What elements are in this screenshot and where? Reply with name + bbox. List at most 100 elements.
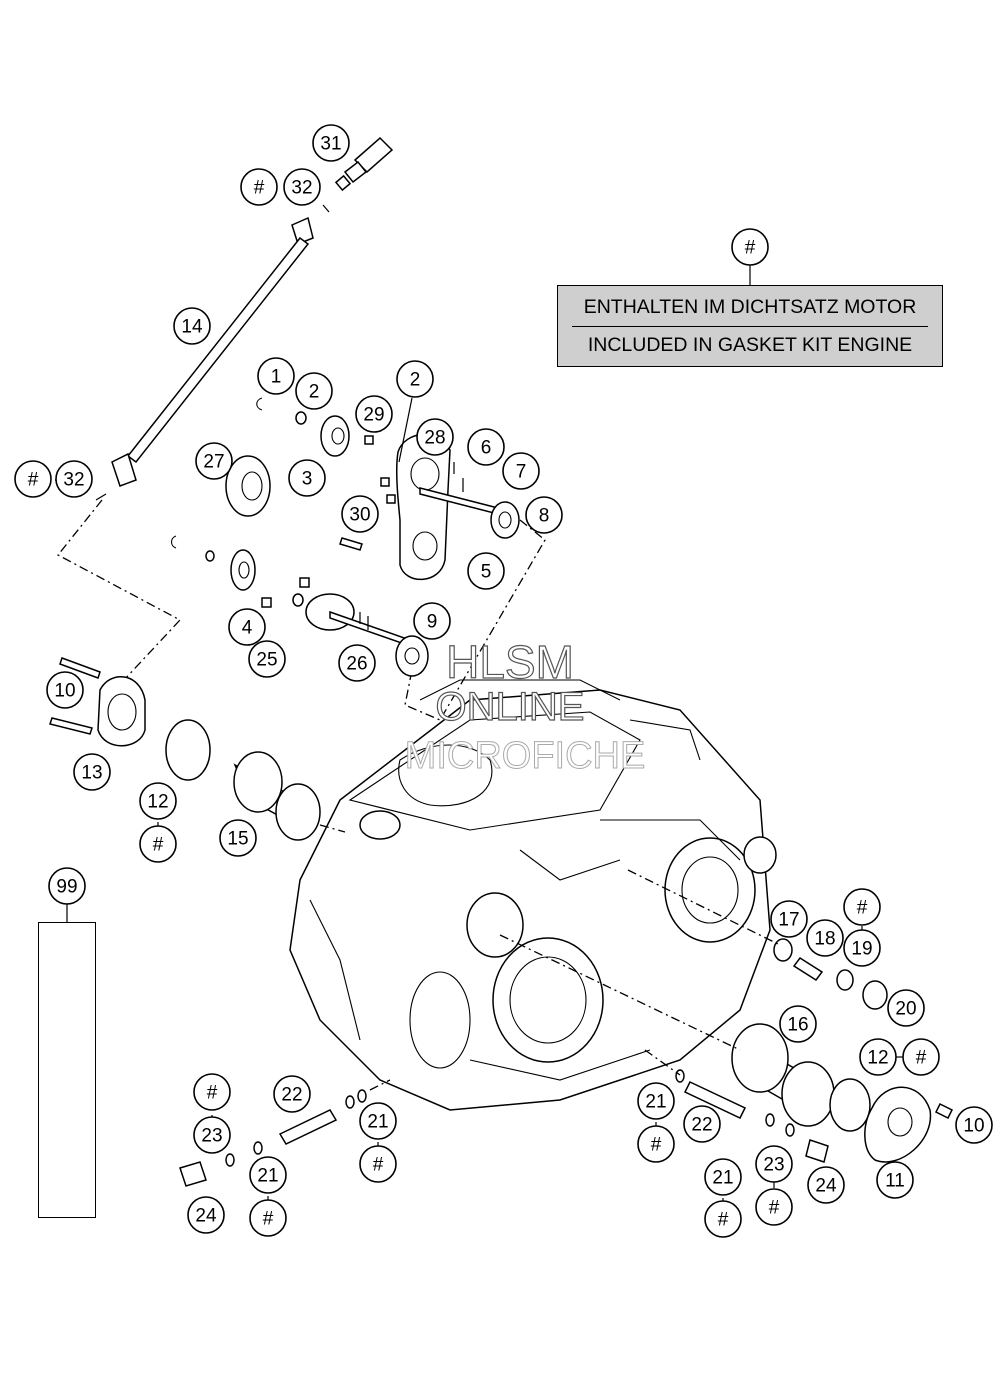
callout-circle: [288, 459, 326, 497]
kit-99-box: [38, 922, 96, 1218]
callout-circle: [240, 168, 278, 206]
callout-label: 19: [851, 939, 872, 960]
callout-circle: [683, 1105, 721, 1143]
callout-26: 26: [338, 644, 376, 682]
callout-24b: 24: [807, 1166, 845, 1204]
callout-circle: [902, 1038, 940, 1076]
callout-15: 15: [219, 819, 257, 857]
valve-parts-right: [773, 938, 888, 1010]
callout-label: 12: [867, 1048, 888, 1069]
callout-30: 30: [341, 495, 379, 533]
callout-circle: [467, 552, 505, 590]
callout-circle: [295, 372, 333, 410]
oil-pump-housing: [395, 433, 451, 581]
callout-32b: 32: [55, 460, 93, 498]
callout-circle: [248, 640, 286, 678]
callout-10a: 10: [46, 671, 84, 709]
callout-circle: [887, 989, 925, 1027]
callout-circle: [955, 1106, 993, 1144]
filter-cover-left: [49, 657, 146, 747]
callout-20: 20: [887, 989, 925, 1027]
callout-circle: [193, 1073, 231, 1111]
oil-valve-22-right: [675, 1069, 829, 1163]
callout-label: #: [745, 238, 756, 259]
callout-circle: [637, 1082, 675, 1120]
callout-27: 27: [195, 442, 233, 480]
callout-circle: [359, 1102, 397, 1140]
callout-13: 13: [73, 753, 111, 791]
callout-label: 23: [763, 1155, 784, 1176]
callout-21c-hash: #: [359, 1145, 397, 1183]
gasket-note-english: INCLUDED IN GASKET KIT ENGINE: [587, 334, 913, 356]
callout-label: #: [153, 835, 164, 856]
callout-label: 22: [281, 1085, 302, 1106]
callout-21a: 21: [637, 1082, 675, 1120]
callout-circle: [48, 867, 86, 905]
callout-label: 27: [203, 452, 224, 473]
callout-circle: [257, 357, 295, 395]
callout-label: #: [857, 898, 868, 919]
callout-circle: [637, 1125, 675, 1163]
callout-circle: [139, 825, 177, 863]
callout-label: 17: [778, 910, 799, 931]
callout-21c: 21: [359, 1102, 397, 1140]
pump-rotor-9: [395, 635, 429, 677]
callout-label: 3: [302, 469, 313, 490]
seal-ring-32b: [95, 493, 107, 501]
dash-line-valve-right: [627, 869, 781, 946]
callout-3: 3: [288, 459, 326, 497]
gasket-kit-note: ENTHALTEN IM DICHTSATZ MOTOR INCLUDED IN…: [557, 285, 943, 367]
callout-25: 25: [248, 640, 286, 678]
callout-21a-hash: #: [637, 1125, 675, 1163]
gear-3: [256, 397, 350, 457]
callout-circle: [755, 1145, 793, 1183]
callout-label: 29: [363, 405, 384, 426]
callout-label: #: [28, 470, 39, 491]
dash-line-valve-right-lower: [644, 1049, 681, 1076]
callout-label: 4: [242, 618, 253, 639]
callout-label: 14: [181, 317, 203, 338]
callout-circle: [359, 1145, 397, 1183]
callout-circle: [467, 428, 505, 466]
callout-label: 28: [424, 428, 445, 449]
gear-27: [225, 455, 271, 517]
callout-21b: 21: [249, 1156, 287, 1194]
callout-circle: [807, 1166, 845, 1204]
callout-label: 26: [346, 654, 367, 675]
callout-label: 99: [56, 877, 77, 898]
callout-circle: [806, 919, 844, 957]
callout-label: #: [373, 1155, 384, 1176]
oil-filter-16: [731, 1023, 835, 1127]
callout-label: #: [263, 1209, 274, 1230]
callout-label: 10: [963, 1116, 984, 1137]
callout-11: 11: [876, 1161, 914, 1199]
callout-circle: [273, 1075, 311, 1113]
callout-8: 8: [525, 496, 563, 534]
callout-22b: 22: [273, 1075, 311, 1113]
callout-circle: [14, 460, 52, 498]
callout-circle: [249, 1156, 287, 1194]
callout-circle: [55, 460, 93, 498]
callout-circle: [525, 496, 563, 534]
callout-label: 21: [712, 1168, 733, 1189]
callout-circle: [843, 929, 881, 967]
pump-rotor-8: [490, 501, 520, 539]
callout-7: 7: [502, 452, 540, 490]
callout-label: #: [207, 1083, 218, 1104]
callout-circle: [139, 782, 177, 820]
callout-label: 2: [410, 370, 421, 391]
watermark-line-1: HLSM: [445, 635, 574, 688]
callout-label: 13: [81, 763, 102, 784]
callout-19-hash: #: [843, 888, 881, 926]
callout-circle: [46, 671, 84, 709]
callout-circle: [338, 644, 376, 682]
callout-circle: [859, 1038, 897, 1076]
gasket-note-divider: [572, 326, 928, 327]
oil-valve-22-left: [179, 1089, 367, 1187]
callout-2a: 2: [295, 372, 333, 410]
callout-label: #: [651, 1135, 662, 1156]
callout-19: 19: [843, 929, 881, 967]
callout-14: 14: [173, 307, 211, 345]
callout-12b-hash: #: [902, 1038, 940, 1076]
